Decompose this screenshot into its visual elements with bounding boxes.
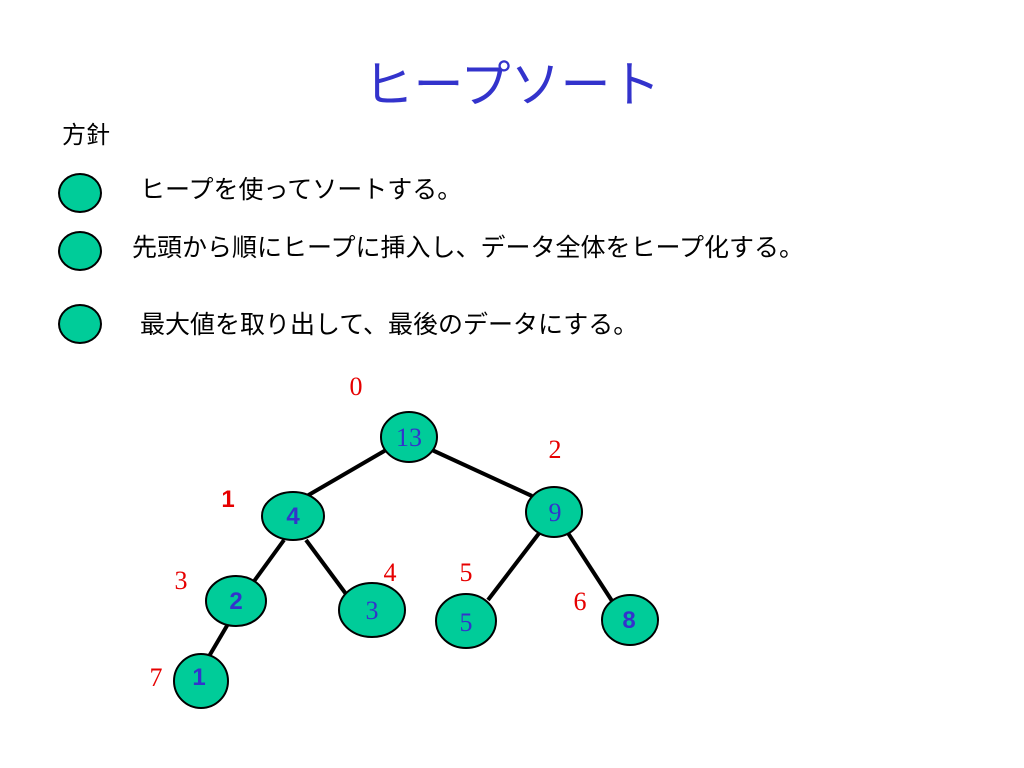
edge-1-4 [304,538,348,596]
heap-node-2 [525,486,583,538]
edge-1-3 [250,538,286,586]
bullet-circle-icon [58,173,102,213]
bullet-text-2: 先頭から順にヒープに挿入し、データ全体をヒープ化する。 [132,233,805,262]
index-label-1: 1 [221,486,234,513]
heap-node-7 [173,653,229,709]
heap-nodes: 13 4 9 2 3 5 8 1 [173,411,659,709]
heap-node-1 [261,491,325,541]
edge-2-5 [486,530,542,602]
heap-index-labels: 0 1 2 3 4 5 6 7 [150,372,587,692]
policy-heading: 方針 [62,121,110,149]
edge-0-2 [431,448,533,498]
node-value-7: 1 [192,664,205,691]
edge-3-7 [206,622,230,660]
bullet-circle-icon [58,231,102,271]
index-label-5: 5 [460,558,473,587]
node-value-2: 9 [549,498,562,527]
bullet-circle-icon [58,304,102,344]
index-label-4: 4 [384,558,397,587]
heap-node-5 [435,593,497,649]
heap-node-6 [601,594,659,646]
index-label-3: 3 [175,566,188,595]
node-value-6: 8 [622,607,635,634]
bullet-text-3: 最大値を取り出して、最後のデータにする。 [140,310,639,339]
index-label-2: 2 [549,435,562,464]
heap-node-3 [205,575,267,627]
node-value-1: 4 [286,503,300,530]
heap-edges [206,448,616,660]
edge-2-6 [564,528,616,606]
index-label-0: 0 [350,372,363,401]
index-label-7: 7 [150,663,163,692]
node-value-5: 5 [460,608,473,637]
index-label-6: 6 [574,587,587,616]
heap-node-4 [338,582,406,638]
slide-title: ヒープソート [363,56,661,114]
bullet-text-1: ヒープを使ってソートする。 [140,175,463,204]
node-value-0: 13 [396,423,422,452]
node-value-3: 2 [229,588,242,615]
heap-node-0 [380,411,438,463]
node-value-4: 3 [366,596,379,625]
edge-0-1 [298,448,388,502]
